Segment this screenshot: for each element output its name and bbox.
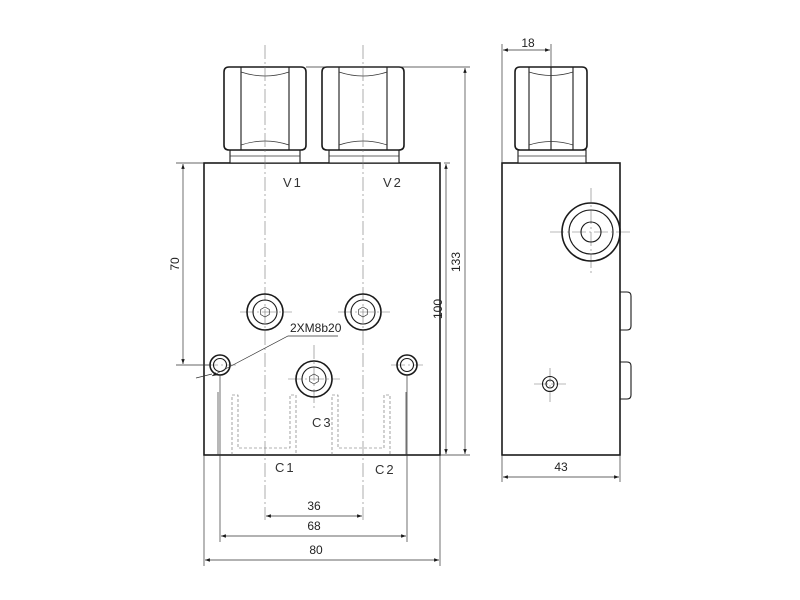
dimension-36: 36 [266,499,362,518]
dimension-80: 80 [203,455,441,566]
port-label-c2: C2 [375,462,396,477]
mounting-hole-callout-text: 2XM8b20 [290,321,342,335]
side-port [550,188,632,276]
dimension-36-label: 36 [307,499,321,513]
dimension-43: 43 [501,455,621,482]
mounting-hole-right [396,354,418,376]
valve-cap-v1 [223,66,307,164]
socket-screw-left [246,293,284,331]
dimension-68: 68 [219,375,408,542]
dimension-100: 100 [431,162,450,454]
dimension-70: 70 [168,162,210,366]
hidden-bores [217,392,407,455]
dimension-18: 18 [501,36,552,163]
side-body-outline [501,162,621,456]
mounting-hole-callout: 2XM8b20 [195,321,342,379]
valve-cap-v2 [321,66,405,164]
side-view: 18 43 [501,36,632,482]
dimension-43-label: 43 [554,460,568,474]
side-valve-cap [514,66,588,164]
dimension-133: 133 [306,66,470,456]
port-label-v1: V1 [283,175,303,190]
side-small-screw [534,368,566,402]
front-body-outline [203,162,441,456]
dimension-70-label: 70 [168,257,182,271]
dimension-18-label: 18 [521,36,535,50]
dimension-80-label: 80 [309,543,323,557]
front-view: V1 V2 C3 C1 C2 2XM8b20 70 100 1 [168,45,470,566]
port-label-c1: C1 [275,460,296,475]
dimension-68-label: 68 [307,519,321,533]
socket-screw-right [344,293,382,331]
port-label-v2: V2 [383,175,403,190]
dimension-133-label: 133 [449,252,463,272]
side-bosses [620,291,632,400]
port-label-c3: C3 [312,415,333,430]
dimension-100-label: 100 [431,299,445,319]
socket-screw-c3 [295,360,333,398]
